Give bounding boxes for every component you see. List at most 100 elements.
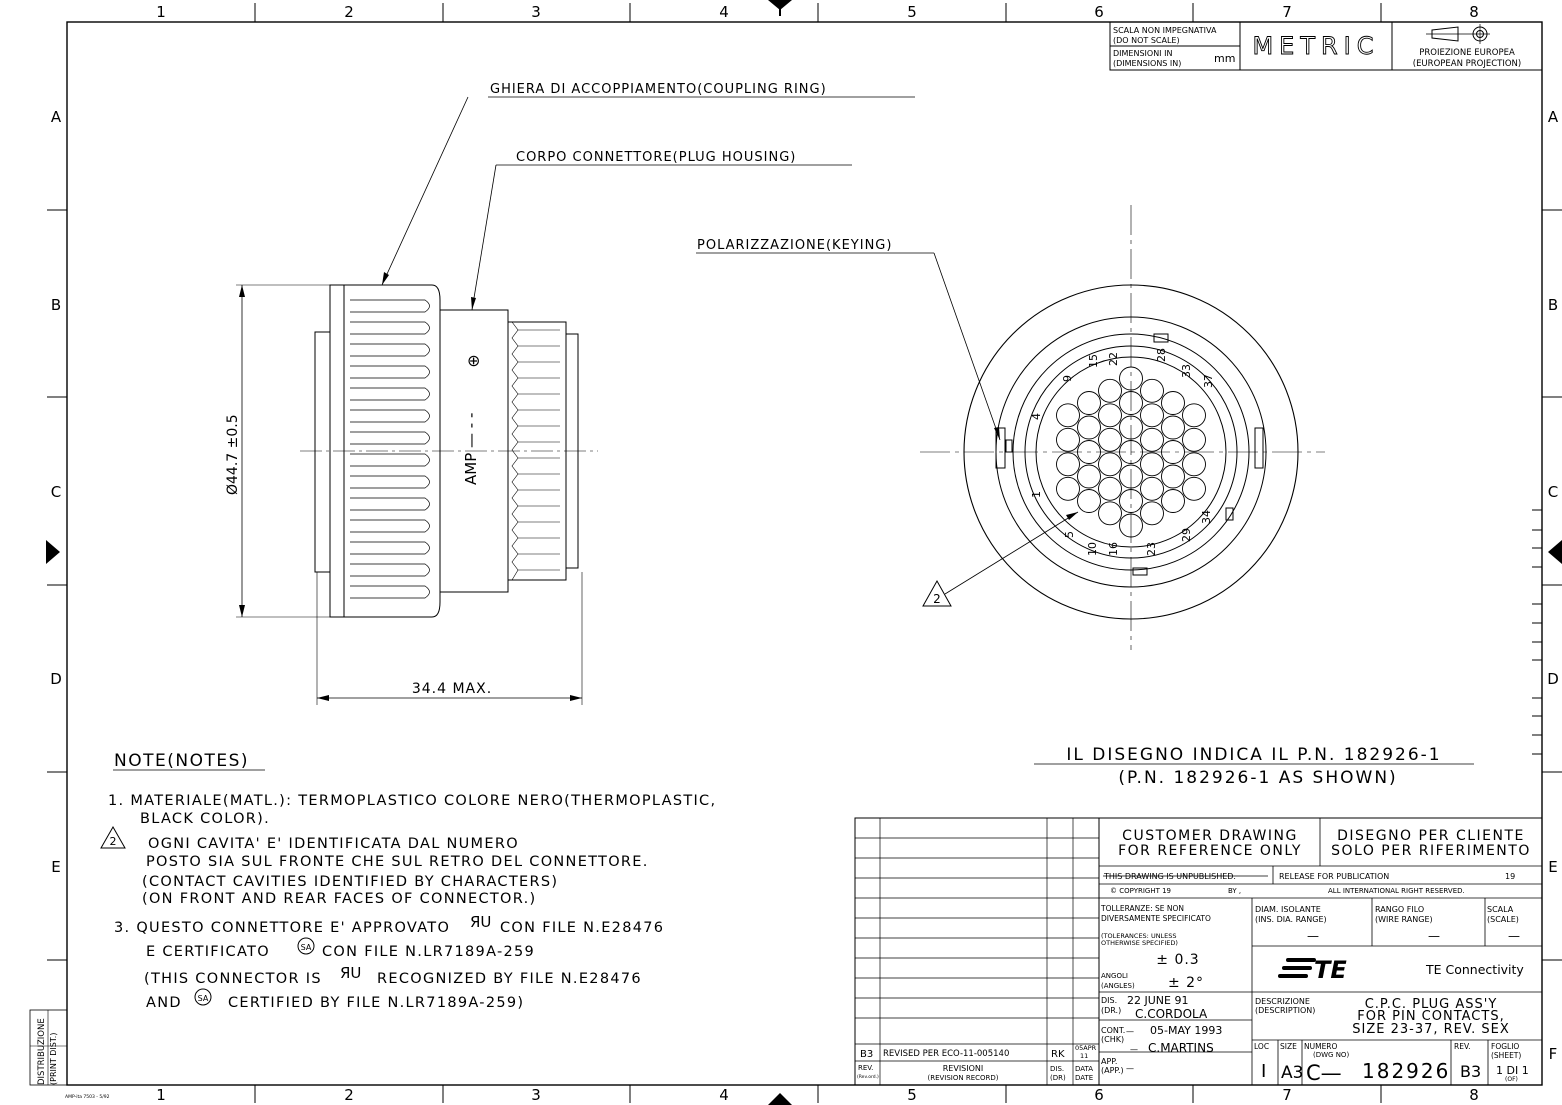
- row-label: A: [51, 108, 62, 126]
- projection-label: PROIEZIONE EUROPEA: [1419, 48, 1515, 58]
- revision-header: DATA: [1075, 1065, 1093, 1073]
- col-label: 1: [156, 1086, 166, 1104]
- angles-label: (ANGLES): [1101, 982, 1135, 990]
- diameter-dimension: Ø44.7 ±0.5: [225, 414, 241, 495]
- customer-drawing-label: FOR REFERENCE ONLY: [1118, 843, 1302, 859]
- cavity-number: 23: [1145, 542, 1158, 556]
- checked-label: CONT.: [1101, 1026, 1125, 1035]
- drawn-label: (DR.): [1101, 1006, 1121, 1015]
- col-label: 6: [1094, 1086, 1104, 1104]
- tolerance-label: TOLLERANZE: SE NON: [1100, 904, 1184, 913]
- te-logo-text: TE: [1314, 956, 1347, 984]
- body-marking: AMP — - -: [462, 413, 480, 485]
- contact-cavity: [1182, 452, 1206, 477]
- contact-cavity: [1119, 440, 1143, 464]
- revision-date: 05APR: [1075, 1044, 1097, 1052]
- copyright-note: © COPYRIGHT 19: [1110, 887, 1171, 895]
- cavity-number: 10: [1086, 542, 1099, 556]
- note-text: 3. QUESTO CONNETTORE E' APPROVATO: [114, 920, 450, 936]
- projection-label: (EUROPEAN PROJECTION): [1413, 59, 1521, 69]
- customer-drawing-label: SOLO PER RIFERIMENTO: [1331, 843, 1531, 859]
- insulation-value: —: [1307, 929, 1319, 943]
- col-label: 4: [719, 3, 729, 21]
- part-title: SIZE 23-37, REV. SEX: [1352, 1022, 1509, 1037]
- plug-housing-label: CORPO CONNETTORE(PLUG HOUSING): [516, 150, 796, 165]
- distribution-label: (PRINT DIST.): [49, 1033, 58, 1085]
- contact-cavity: [1098, 427, 1122, 452]
- keying-label: POLARIZZAZIONE(KEYING): [697, 238, 892, 253]
- contact-cavity: [1119, 489, 1143, 513]
- contact-cavity: [1098, 452, 1122, 477]
- projection-symbol-icon: [1426, 24, 1490, 44]
- side-view: GHIERA DI ACCOPPIAMENTO(COUPLING RING) C…: [225, 82, 915, 705]
- note-text: CERTIFIED BY FILE N.LR7189A-259): [228, 995, 524, 1011]
- contact-cavity: [1182, 476, 1206, 501]
- note-text: AND: [146, 995, 182, 1011]
- contact-cavity: [1182, 427, 1206, 452]
- contact-cavity: [1077, 391, 1101, 415]
- checked-date: 05-MAY 1993: [1150, 1024, 1222, 1037]
- sheet-value: 1 DI 1: [1496, 1064, 1529, 1077]
- scale-note: (DO NOT SCALE): [1113, 36, 1180, 45]
- row-label: E: [51, 858, 60, 876]
- cavity-number: 4: [1030, 413, 1043, 420]
- note-text: 1. MATERIALE(MATL.): TERMOPLASTICO COLOR…: [108, 793, 716, 809]
- ul-mark-icon: ЯU: [470, 913, 491, 931]
- cavity-numbers: 1 4 5 9 10 15 16 22 23 28 29 33 34 37: [1030, 348, 1215, 556]
- contact-cavity: [1098, 476, 1122, 501]
- contact-cavity: [1161, 440, 1185, 464]
- revision-header: DATE: [1075, 1074, 1093, 1082]
- contact-cavity: [1140, 476, 1164, 501]
- contact-cavity: [1161, 464, 1185, 489]
- drawing-frame: [46, 0, 1562, 1105]
- release-year: 19: [1505, 872, 1515, 881]
- contact-cavity: [1056, 476, 1080, 501]
- col-label: 8: [1469, 1086, 1479, 1104]
- col-label: 8: [1469, 3, 1479, 21]
- approved-label: (APP.): [1101, 1066, 1124, 1075]
- cavity-number: 22: [1107, 352, 1120, 366]
- contact-cavity: [1119, 415, 1143, 440]
- contact-cavity: [1077, 415, 1101, 440]
- callout-marker: 2: [933, 592, 941, 606]
- checked-label: (CHK): [1101, 1035, 1124, 1044]
- csa-mark-icon: SA: [198, 994, 209, 1003]
- description-label: (DESCRIPTION): [1255, 1006, 1315, 1015]
- sheet-of: (OF): [1505, 1076, 1518, 1083]
- release-note: RELEASE FOR PUBLICATION: [1279, 872, 1389, 881]
- cavity-number: 16: [1107, 542, 1120, 556]
- note-text: (ON FRONT AND REAR FACES OF CONNECTOR.): [142, 891, 537, 907]
- sheet-label: (SHEET): [1491, 1051, 1521, 1060]
- front-view: POLARIZZAZIONE(KEYING) 2 1 4 5 9 10 15 1…: [696, 205, 1325, 650]
- note-text: POSTO SIA SUL FRONTE CHE SUL RETRO DEL C…: [146, 854, 649, 870]
- contact-cavity: [1056, 452, 1080, 477]
- contact-cavity: [1140, 501, 1164, 526]
- contact-cavity: [1140, 452, 1164, 477]
- contact-cavity: [1119, 464, 1143, 489]
- wire-range-value: —: [1428, 929, 1440, 943]
- shown-pn-line1: IL DISEGNO INDICA IL P.N. 182926-1: [1066, 745, 1441, 765]
- row-label: D: [1547, 670, 1559, 688]
- revision-date: 11: [1080, 1052, 1088, 1060]
- cavity-number: 5: [1063, 531, 1076, 538]
- notes-title: NOTE(NOTES): [114, 751, 249, 771]
- contact-cavity: [1119, 391, 1143, 415]
- tolerance-label: OTHERWISE SPECIFIED): [1101, 939, 1178, 947]
- contact-cavity: [1182, 403, 1206, 428]
- col-label: 7: [1282, 3, 1292, 21]
- brand-name: TE Connectivity: [1425, 962, 1524, 977]
- contact-cavity: [1056, 427, 1080, 452]
- contact-cavity: [1140, 378, 1164, 403]
- drawn-label: DIS.: [1101, 996, 1117, 1005]
- length-dimension: 34.4 MAX.: [412, 681, 492, 697]
- contact-cavities: [1056, 366, 1206, 538]
- unit-label: mm: [1214, 52, 1235, 65]
- shown-part-number: IL DISEGNO INDICA IL P.N. 182926-1 (P.N.…: [1034, 745, 1474, 788]
- contact-cavity: [1140, 403, 1164, 428]
- revision-header: (DR): [1050, 1074, 1066, 1082]
- revision-header: (REVISION RECORD): [927, 1074, 998, 1082]
- ul-mark-icon: ЯU: [340, 964, 361, 982]
- row-label: B: [1548, 296, 1558, 314]
- coupling-ring-label: GHIERA DI ACCOPPIAMENTO(COUPLING RING): [490, 82, 827, 97]
- scale-label: SCALA: [1487, 905, 1514, 914]
